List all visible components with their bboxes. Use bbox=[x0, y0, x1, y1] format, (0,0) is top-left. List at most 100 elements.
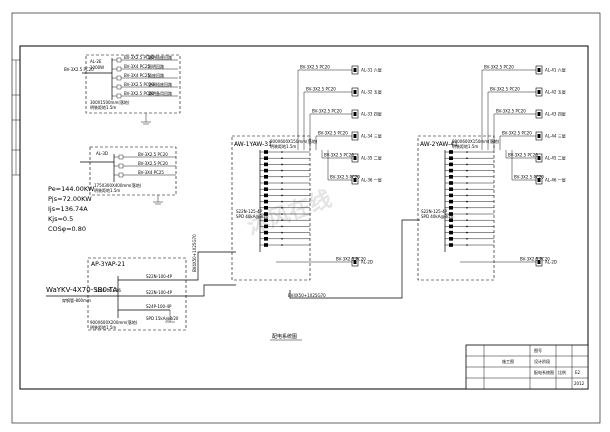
floor-panel-label: AL-31 六层 bbox=[361, 67, 382, 73]
terminal-symbol bbox=[281, 169, 283, 172]
riser-cable-label: BV-3X2.5 PC20 bbox=[330, 175, 360, 180]
riser-cable-label: BV-3X2.5 PC20 bbox=[336, 257, 366, 262]
riser-line bbox=[309, 113, 352, 150]
ap-feeder-1-breaker: S22N-100-4P bbox=[146, 274, 173, 279]
breaker-symbol bbox=[116, 57, 122, 63]
floor-panel-label: AL-2D bbox=[361, 260, 373, 265]
al-3d-branch-cable: BV-3X2.5 PC20 bbox=[138, 161, 168, 166]
floor-panel-label: AL-36 一层 bbox=[361, 177, 382, 183]
aw2-name: AW-2YAW-41 bbox=[420, 141, 458, 148]
aw2-breaker: S22N-125-4P bbox=[421, 209, 448, 214]
ap-incoming-cable: WaYKV-4X70-SB0-TA bbox=[46, 286, 118, 294]
breaker-symbol bbox=[449, 237, 453, 241]
ap-feeder-2-breaker: S22N-100-4P bbox=[146, 290, 173, 295]
riser-line bbox=[481, 69, 536, 150]
aw2-size: 800X600X150mm(落地) bbox=[452, 138, 500, 144]
aw-2-distribution-box: AW-2YAW-41 800X600X150mm(落地) 明装距地1.5m S2… bbox=[417, 135, 500, 281]
riser-cable-label: BV-3X2.5 PC20 bbox=[324, 153, 354, 158]
riser-line bbox=[505, 150, 536, 159]
panel-fill bbox=[537, 134, 541, 138]
ap-main-distribution-box: AP-3YAP-21 WaYKV-4X70-SB0-TA 穿钢管-800mm S… bbox=[46, 257, 190, 331]
riser-cable-label: BV-3X2.5 PC20 bbox=[502, 131, 532, 136]
floor-panel-label: AL-44 三层 bbox=[545, 133, 566, 139]
breaker-symbol bbox=[264, 181, 268, 185]
terminal-symbol bbox=[281, 213, 283, 215]
terminal-symbol bbox=[466, 244, 468, 246]
panel-fill bbox=[353, 68, 357, 72]
tb-drawing: 配电系统图 bbox=[534, 369, 554, 375]
riser-cable-label: BV-3X2.5 PC20 bbox=[484, 65, 514, 70]
terminal-symbol bbox=[466, 225, 468, 228]
al-2e-size: 300X1500mm(落地) bbox=[90, 99, 130, 105]
breaker-symbol bbox=[449, 187, 453, 191]
inner-frame bbox=[19, 45, 589, 390]
terminal-symbol bbox=[281, 151, 283, 153]
riser-cable-label-1: BV4X50+1X25G70 bbox=[192, 234, 197, 272]
al-2e-incoming: BV-3X2.5 PC20 bbox=[64, 67, 94, 72]
riser-cable-label: BV-3X2.5 PC20 bbox=[300, 65, 330, 70]
aw1-breaker: S22N-125-4P bbox=[236, 209, 263, 214]
breaker-symbol bbox=[264, 193, 268, 198]
terminal-symbol bbox=[466, 188, 468, 190]
floor-panel-label: AL-45 二层 bbox=[545, 155, 566, 161]
param-pe: Pe=144.00KW bbox=[48, 185, 95, 193]
terminal-symbol bbox=[466, 151, 468, 153]
panel-fill bbox=[353, 178, 357, 182]
riser-cable-label: BV-3X2.5 PC20 bbox=[318, 131, 348, 136]
breaker-symbol bbox=[449, 162, 453, 167]
panel-fill bbox=[353, 260, 357, 264]
breaker-symbol bbox=[449, 181, 453, 185]
al-2e-branch-cable: BV-3X4 PC25 bbox=[124, 73, 150, 78]
breaker-symbol bbox=[116, 66, 122, 72]
aw2-spd: SPD 40kA@8/20 bbox=[421, 214, 454, 219]
breaker-symbol bbox=[118, 163, 124, 169]
param-cos: COSφ=0.80 bbox=[48, 225, 86, 233]
riser-line bbox=[487, 91, 536, 150]
breaker-symbol bbox=[264, 187, 268, 191]
terminal-symbol bbox=[466, 176, 468, 178]
terminal-symbol bbox=[466, 157, 468, 159]
breaker-symbol bbox=[264, 212, 268, 216]
riser-line bbox=[493, 113, 536, 150]
diagram-title: 配电系统图 bbox=[272, 333, 297, 340]
panel-fill bbox=[537, 178, 541, 182]
riser-line bbox=[321, 150, 352, 159]
terminal-symbol bbox=[281, 163, 283, 166]
breaker-symbol bbox=[264, 224, 268, 229]
breaker-symbol bbox=[449, 243, 453, 247]
panel-fill bbox=[353, 112, 357, 116]
floor-panel-label: AL-46 一层 bbox=[545, 177, 566, 183]
al-2e-branch-load: 照明插座回路 bbox=[148, 54, 172, 60]
panel-fill bbox=[353, 156, 357, 160]
binding-strip bbox=[12, 59, 20, 176]
panel-fill bbox=[353, 90, 357, 94]
ap-main-breaker: S201-16 C16 bbox=[95, 288, 121, 293]
breaker-symbol bbox=[449, 193, 453, 198]
aw1-size: 800X600X150mm(落地) bbox=[270, 138, 318, 144]
terminal-symbol bbox=[281, 244, 283, 246]
breaker-symbol bbox=[264, 199, 268, 204]
terminal-symbol bbox=[466, 231, 468, 234]
aw1-branches bbox=[260, 150, 310, 247]
param-kjs: Kjs=0.5 bbox=[48, 215, 73, 223]
terminal-symbol bbox=[281, 231, 283, 234]
riser-cable-label: BV-3X2.5 PC20 bbox=[514, 175, 544, 180]
panel-fill bbox=[537, 90, 541, 94]
floor-panel-label: AL-2D bbox=[545, 260, 557, 265]
breaker-symbol bbox=[264, 156, 268, 160]
breaker-symbol bbox=[449, 218, 453, 222]
aw1-note: 明装距地1.5m bbox=[270, 143, 296, 149]
panel-fill bbox=[353, 134, 357, 138]
terminal-symbol bbox=[466, 169, 468, 172]
breaker-symbol bbox=[264, 206, 268, 210]
breaker-symbol bbox=[449, 156, 453, 160]
terminal-symbol bbox=[281, 200, 283, 203]
breaker-symbol bbox=[264, 150, 268, 154]
riser-line bbox=[511, 150, 536, 181]
title-block: 图号 设计阶段 施工图 配电系统图 比例 E2 2012 bbox=[465, 344, 589, 390]
terminal-symbol bbox=[466, 200, 468, 203]
panel-fill bbox=[537, 156, 541, 160]
load-parameters: Pe=144.00KW Pjs=72.00KW Ijs=136.74A Kjs=… bbox=[48, 185, 95, 233]
